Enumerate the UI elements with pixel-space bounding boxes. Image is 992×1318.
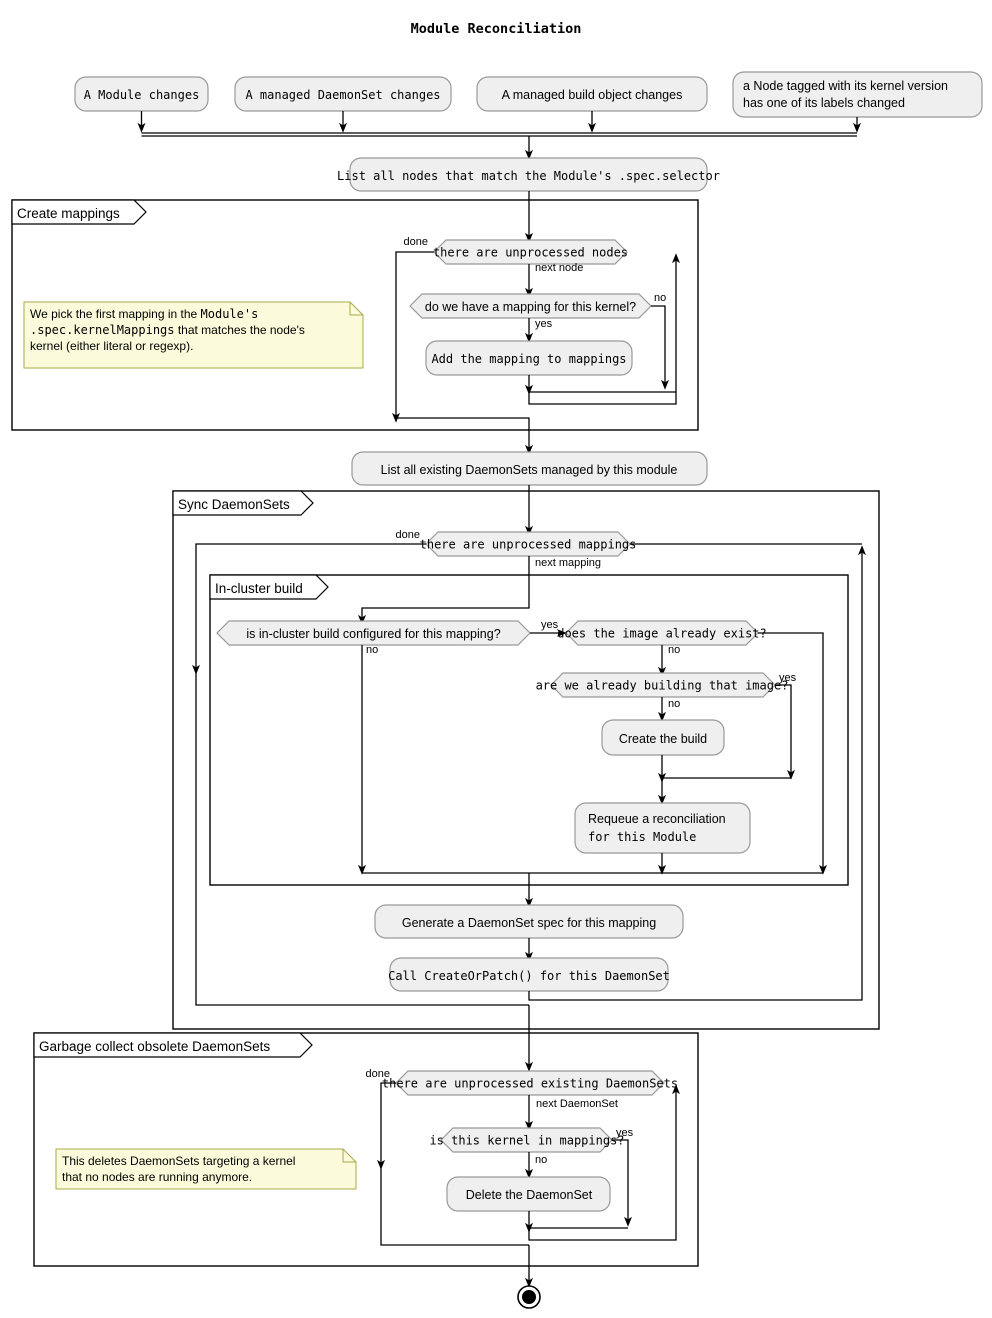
decision-already-building-label: are we already building that image? [536,679,789,693]
decision-have-mapping-label: do we have a mapping for this kernel? [425,300,636,314]
partition-garbage-collect [33,1032,699,1267]
note-garbage-collect: This deletes DaemonSets targeting a kern… [55,1148,357,1190]
edge-label-no-building: no [668,698,680,710]
note-create-mappings-line3: kernel (either literal or regexp). [30,339,193,353]
diagram-title: Module Reconciliation [411,21,582,37]
action-create-or-patch[interactable]: Call CreateOrPatch() for this DaemonSet [388,957,670,992]
decision-in-cluster-build-label: is in-cluster build configured for this … [246,627,500,641]
action-list-daemonsets-label: List all existing DaemonSets managed by … [381,463,678,477]
decision-unprocessed-nodes-label: there are unprocessed nodes [433,246,628,260]
edge-next-mapping [358,556,530,625]
edge-done-daemonsets-merge [380,1165,529,1246]
edge-yes-building [775,684,795,780]
decision-unprocessed-existing-daemonsets[interactable]: there are unprocessed existing DaemonSet… [382,1070,678,1096]
decision-in-cluster-build[interactable]: is in-cluster build configured for this … [216,620,531,646]
edge-loop-back-nodes [528,253,680,405]
edge-label-done-daemonsets: done [366,1068,390,1080]
decision-kernel-in-mappings[interactable]: is this kernel in mappings? [429,1127,625,1153]
action-requeue-line2: for this Module [588,830,696,844]
edge-loop-back-daemonsets [528,1084,680,1241]
action-requeue-reconciliation[interactable]: Requeue a reconciliation for this Module [574,802,751,854]
start-event-daemonset-changes-label: A managed DaemonSet changes [245,88,440,102]
edge-label-yes-building: yes [779,672,797,684]
action-generate-spec[interactable]: Generate a DaemonSet spec for this mappi… [374,904,684,939]
action-list-daemonsets[interactable]: List all existing DaemonSets managed by … [351,451,708,486]
final-node [517,1285,541,1309]
start-event-daemonset-changes[interactable]: A managed DaemonSet changes [234,76,452,112]
partition-create-mappings [11,199,699,431]
decision-already-building[interactable]: are we already building that image? [536,672,789,698]
action-generate-spec-label: Generate a DaemonSet spec for this mappi… [402,916,656,930]
edge-done-mappings-branch [192,543,426,675]
edge-label-yes-kernel: yes [616,1127,634,1139]
partition-sync-daemonsets-label: Sync DaemonSets [178,497,290,512]
edge-done-mappings-to-merge [195,670,529,1006]
edge-label-yes-build: yes [541,619,559,631]
action-list-nodes-label: List all nodes that match the Module's .… [337,169,720,183]
decision-unprocessed-mappings-label: there are unprocessed mappings [420,538,637,552]
partition-in-cluster-build-tab [209,574,329,600]
start-event-node-label-changed-line1: a Node tagged with its kernel version [743,79,948,93]
edge-label-next-mapping: next mapping [535,557,601,569]
decision-unprocessed-existing-daemonsets-label: there are unprocessed existing DaemonSet… [382,1077,678,1091]
decision-image-exists-label: does the image already exist? [557,627,767,641]
start-event-module-changes-label: A Module changes [84,88,200,102]
start-event-node-label-changed[interactable]: a Node tagged with its kernel version ha… [732,71,983,118]
partition-garbage-collect-tab [33,1032,313,1058]
edge-yes-image-exists [758,632,827,875]
start-event-build-object-changes-label: A managed build object changes [502,88,683,102]
action-create-build-label: Create the build [619,732,707,746]
start-event-node-label-changed-line2: has one of its labels changed [743,96,905,110]
action-add-mapping-label: Add the mapping to mappings [431,352,626,366]
decision-unprocessed-mappings[interactable]: there are unprocessed mappings [420,531,637,557]
partition-sync-daemonsets-tab [172,490,314,516]
edge-label-no-build: no [366,644,378,656]
edge-label-no-image: no [668,644,680,656]
edge-done-nodes-branch [392,251,434,423]
note-garbage-collect-line1: This deletes DaemonSets targeting a kern… [62,1154,295,1168]
decision-have-mapping[interactable]: do we have a mapping for this kernel? [409,293,652,319]
edge-label-done-mappings: done [396,529,420,541]
edge-yes-kernel [612,1139,632,1227]
edge-no-mapping [651,305,669,390]
edge-done-daemonsets-branch [377,1082,396,1170]
partition-garbage-collect-label: Garbage collect obsolete DaemonSets [39,1039,270,1054]
edge-loop-back-mappings [528,545,866,1001]
edge-label-done-nodes: done [404,236,428,248]
edge-label-no-kernel: no [535,1154,547,1166]
start-event-build-object-changes[interactable]: A managed build object changes [476,76,708,112]
action-requeue-line1: Requeue a reconciliation [588,812,726,826]
start-event-module-changes[interactable]: A Module changes [74,76,209,112]
partition-in-cluster-build-label: In-cluster build [215,581,303,596]
action-create-or-patch-label: Call CreateOrPatch() for this DaemonSet [388,969,670,983]
edge-label-next-daemonset: next DaemonSet [536,1098,618,1110]
action-delete-daemonset-label: Delete the DaemonSet [466,1188,593,1202]
decision-image-exists[interactable]: does the image already exist? [557,620,767,646]
note-create-mappings: We pick the first mapping in the Module'… [23,301,364,369]
edge-label-yes-mapping: yes [535,318,553,330]
action-create-build[interactable]: Create the build [601,719,725,756]
action-list-nodes[interactable]: List all nodes that match the Module's .… [337,157,720,192]
decision-unprocessed-nodes[interactable]: there are unprocessed nodes [433,239,628,265]
edge-done-merge-nodes [396,417,530,430]
action-delete-daemonset[interactable]: Delete the DaemonSet [446,1176,611,1212]
partition-sync-daemonsets [172,490,880,1030]
note-garbage-collect-line2: that no nodes are running anymore. [62,1170,252,1184]
note-create-mappings-line1: We pick the first mapping in the Module'… [30,307,258,321]
partition-create-mappings-label: Create mappings [17,206,120,221]
edge-label-no-mapping: no [654,292,666,304]
action-add-mapping[interactable]: Add the mapping to mappings [425,340,633,376]
edge-label-next-node: next node [535,262,583,274]
note-create-mappings-line2: .spec.kernelMappings that matches the no… [30,323,305,337]
decision-kernel-in-mappings-label: is this kernel in mappings? [429,1134,624,1148]
partition-create-mappings-tab [11,199,147,225]
